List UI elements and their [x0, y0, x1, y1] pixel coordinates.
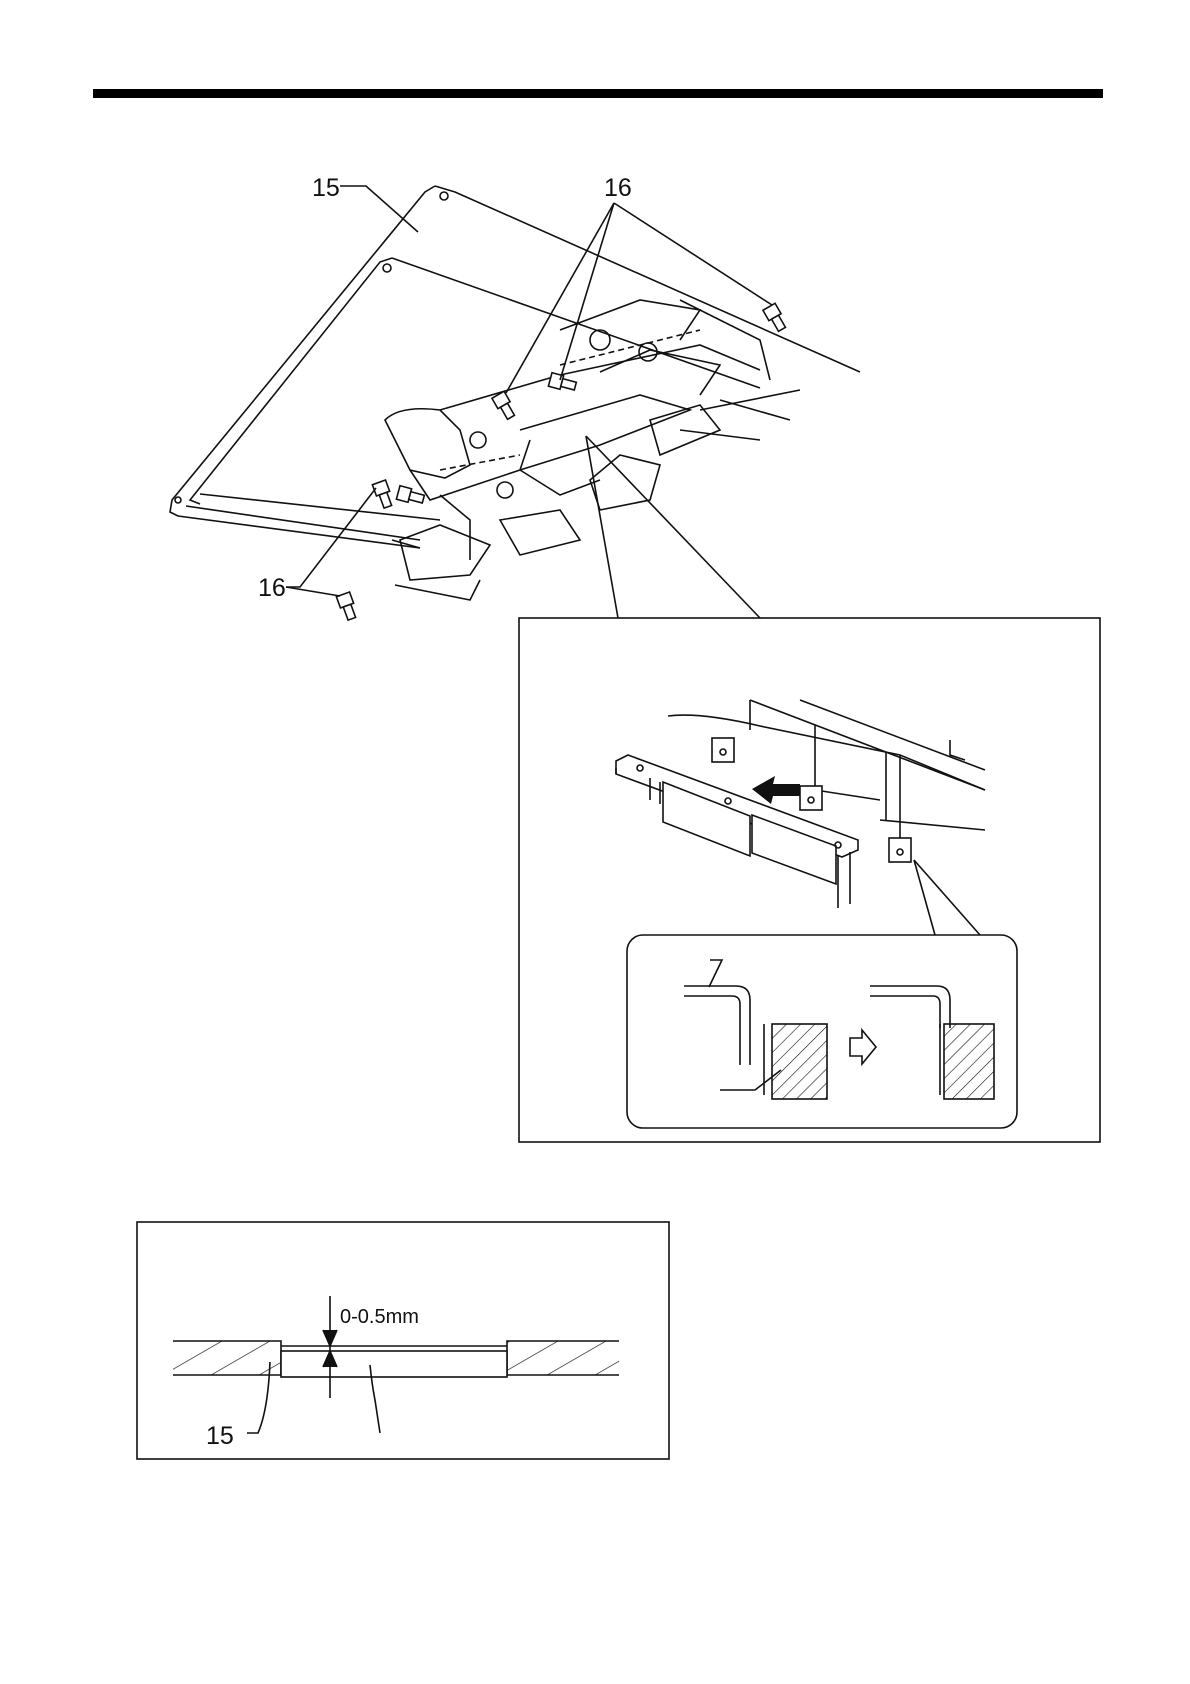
label-16-bottom: 16: [258, 574, 286, 602]
table-cover-drawing: [170, 186, 860, 600]
gap-section-box: 0-0.5mm 15: [137, 1222, 669, 1459]
detail-box: [519, 618, 1100, 1142]
label-16-top: 16: [604, 174, 632, 202]
label-15: 15: [312, 174, 340, 202]
screw-icons: [336, 303, 788, 621]
label-15-section: 15: [206, 1422, 234, 1450]
gap-dimension-label: 0-0.5mm: [340, 1306, 419, 1328]
part-labels-main: 15 16 16: [258, 174, 632, 602]
